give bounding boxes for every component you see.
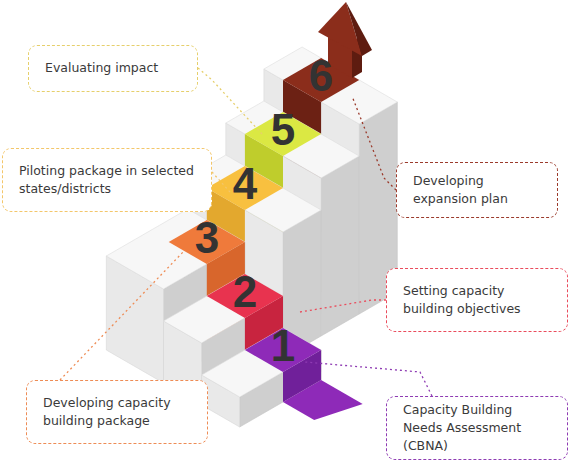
step-number: 5: [271, 108, 295, 152]
callout-content: Capacity Building Needs Assessment (CBNA…: [403, 401, 551, 455]
callout-content: Developing expansion plan: [413, 172, 541, 208]
callout-content: Piloting package in selected states/dist…: [19, 162, 195, 198]
callout-text: Developing capacity building package: [43, 394, 191, 430]
stair-side: [321, 156, 359, 336]
callout-text: Developing expansion plan: [413, 172, 541, 208]
callout-text: Setting capacity building objectives: [403, 282, 551, 318]
floor-ribbon: [283, 380, 363, 420]
callout-box: Setting capacity building objectives: [386, 268, 568, 332]
leader-line: [305, 362, 432, 396]
step-number: 1: [271, 324, 295, 368]
step-number: 2: [233, 270, 257, 314]
step-number: 4: [233, 162, 257, 206]
callout-text: Evaluating impact: [45, 59, 158, 77]
leader-line: [352, 96, 396, 190]
callout-content: Developing capacity building package: [43, 394, 191, 430]
leader-line: [60, 250, 185, 380]
leader-line: [212, 172, 230, 192]
callout-content: Evaluating impact: [45, 59, 158, 77]
step-number: 3: [195, 216, 219, 260]
callout-box: Capacity Building Needs Assessment (CBNA…: [386, 396, 568, 460]
callout-text: Piloting package in selected states/dist…: [19, 162, 195, 198]
callout-box: Developing expansion plan: [396, 162, 558, 218]
leader-line: [300, 300, 386, 312]
arrow-head-side: [346, 2, 372, 56]
leader-line: [198, 68, 262, 134]
callout-text: Capacity Building Needs Assessment (CBNA…: [403, 401, 551, 455]
step-number: 6: [309, 54, 333, 98]
callout-box: Piloting package in selected states/dist…: [2, 148, 212, 212]
callout-box: Evaluating impact: [28, 45, 198, 92]
callout-content: Setting capacity building objectives: [403, 282, 551, 318]
callout-box: Developing capacity building package: [26, 380, 208, 444]
